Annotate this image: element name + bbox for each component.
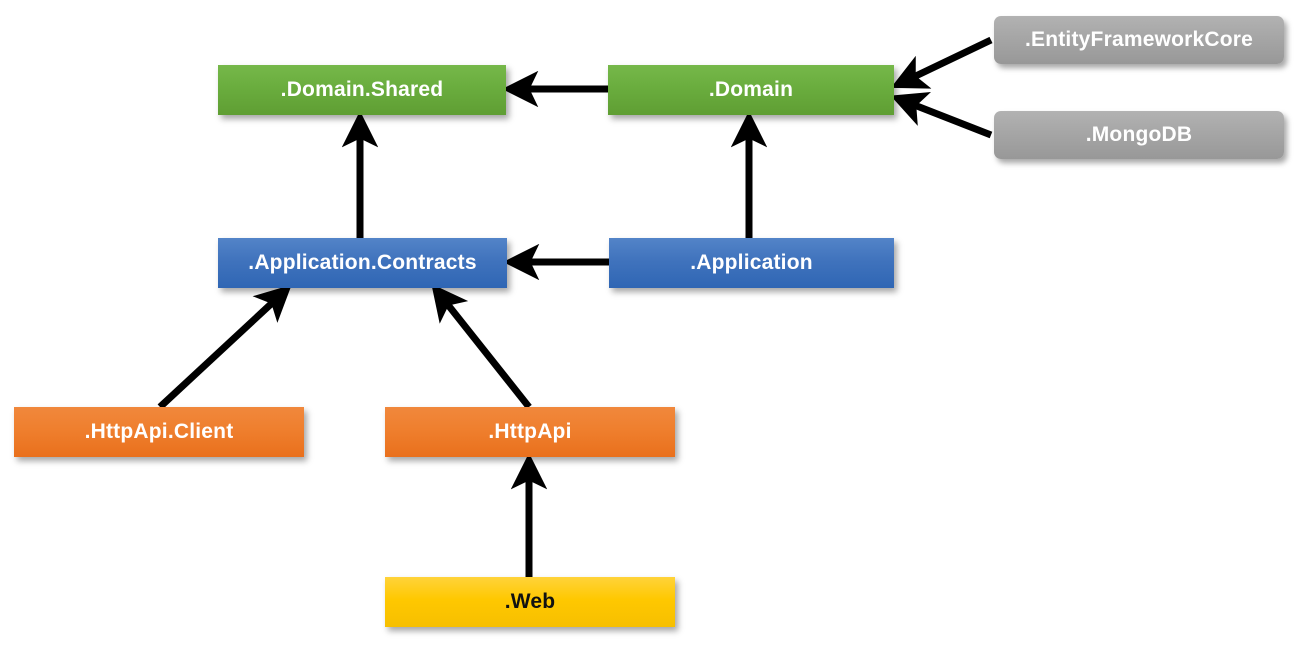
arrow-httpapi-client-to-contracts bbox=[157, 284, 292, 410]
module-box-domain-shared[interactable]: .Domain.Shared bbox=[218, 65, 506, 115]
arrow-mongodb-to-domain bbox=[890, 91, 993, 139]
module-label-efcore: .EntityFrameworkCore bbox=[1024, 28, 1254, 51]
module-label-web: .Web bbox=[504, 590, 556, 613]
module-box-httpapi[interactable]: .HttpApi bbox=[385, 407, 675, 457]
module-box-httpapi-client[interactable]: .HttpApi.Client bbox=[14, 407, 304, 457]
module-label-domain: .Domain bbox=[708, 78, 794, 101]
module-box-application[interactable]: .Application bbox=[609, 238, 894, 288]
module-label-httpapi: .HttpApi bbox=[488, 420, 572, 443]
arrow-httpapi-to-contracts bbox=[431, 283, 532, 410]
module-label-application-contracts: .Application.Contracts bbox=[248, 251, 477, 274]
module-box-application-contracts[interactable]: .Application.Contracts bbox=[218, 238, 507, 288]
module-box-efcore[interactable]: .EntityFrameworkCore bbox=[994, 16, 1284, 64]
module-box-mongodb[interactable]: .MongoDB bbox=[994, 111, 1284, 159]
module-label-application: .Application bbox=[690, 251, 813, 274]
module-box-domain[interactable]: .Domain bbox=[608, 65, 894, 115]
module-label-httpapi-client: .HttpApi.Client bbox=[84, 420, 234, 443]
module-box-web[interactable]: .Web bbox=[385, 577, 675, 627]
module-label-domain-shared: .Domain.Shared bbox=[280, 78, 444, 101]
module-label-mongodb: .MongoDB bbox=[1085, 123, 1193, 146]
arrow-group bbox=[157, 36, 993, 577]
arrow-efcore-to-domain bbox=[890, 36, 993, 89]
